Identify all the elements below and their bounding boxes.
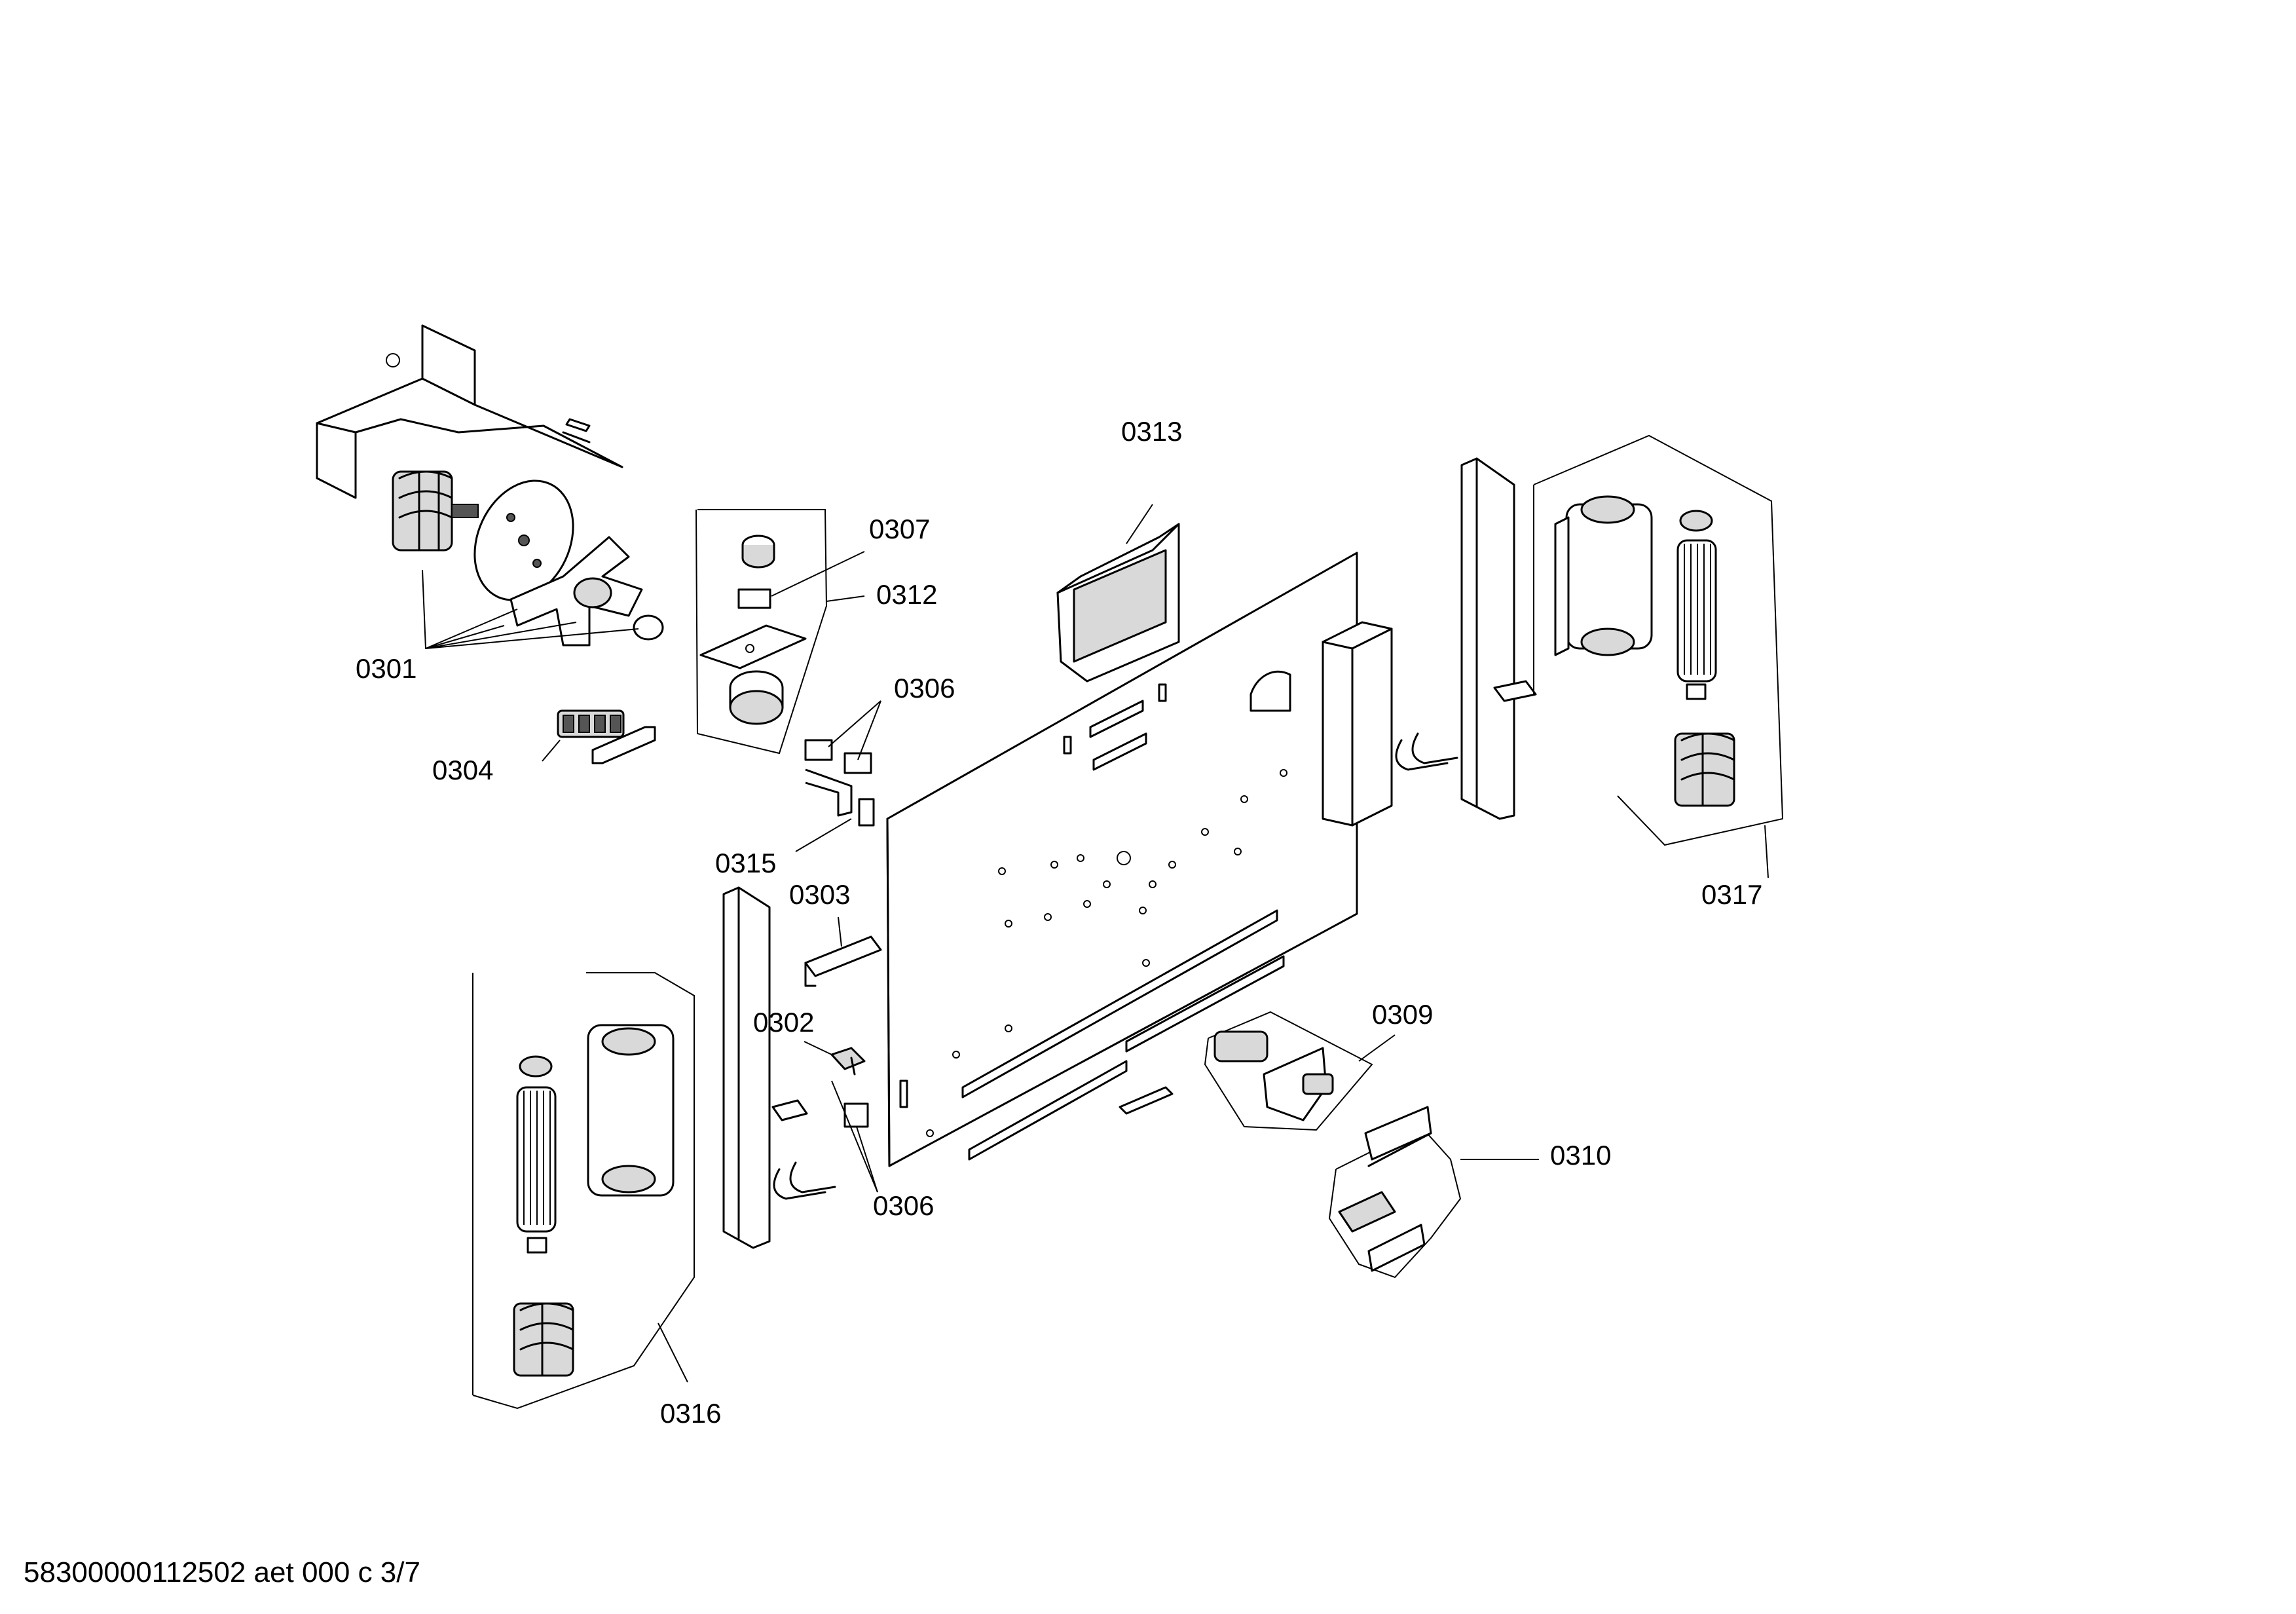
part-0310-bracket-group	[1328, 1106, 1539, 1279]
label-0302: 0302	[753, 1007, 814, 1038]
part-0302-lamp-holder	[804, 1041, 866, 1076]
part-0303-bracket	[804, 916, 882, 987]
part-0317-tangential-fan-group	[1533, 434, 1784, 878]
label-0309: 0309	[1372, 999, 1433, 1030]
part-0316-tangential-fan-group	[472, 972, 695, 1410]
label-0317: 0317	[1701, 879, 1762, 910]
part-0301-fan-motor-assembly	[316, 324, 664, 650]
part-0304-terminal-block	[542, 709, 656, 764]
part-right-side-rail	[1395, 457, 1537, 820]
part-0309-connector	[1119, 1011, 1396, 1131]
label-0306-lower: 0306	[873, 1190, 934, 1221]
label-0313: 0313	[1121, 416, 1182, 447]
part-0312-switch-group	[695, 509, 865, 755]
part-0306-switches-upper	[804, 700, 881, 827]
label-0301: 0301	[356, 653, 417, 684]
label-0310: 0310	[1550, 1140, 1611, 1171]
part-0306-switch-lower	[831, 1080, 878, 1193]
part-cover-block	[1322, 621, 1393, 827]
label-0303: 0303	[789, 879, 850, 910]
label-0306-upper: 0306	[894, 673, 955, 704]
label-0307: 0307	[869, 514, 930, 544]
label-0316: 0316	[660, 1398, 721, 1429]
drawing-number-footer: 58300000112502 aet 000 c 3/7	[24, 1556, 420, 1588]
part-0313-duct	[1056, 504, 1180, 683]
label-0312: 0312	[876, 579, 937, 610]
label-0304: 0304	[432, 755, 493, 785]
label-0315: 0315	[715, 848, 776, 878]
part-left-side-rail	[722, 886, 836, 1249]
leader-0315	[795, 818, 852, 852]
main-back-panel	[886, 552, 1358, 1167]
